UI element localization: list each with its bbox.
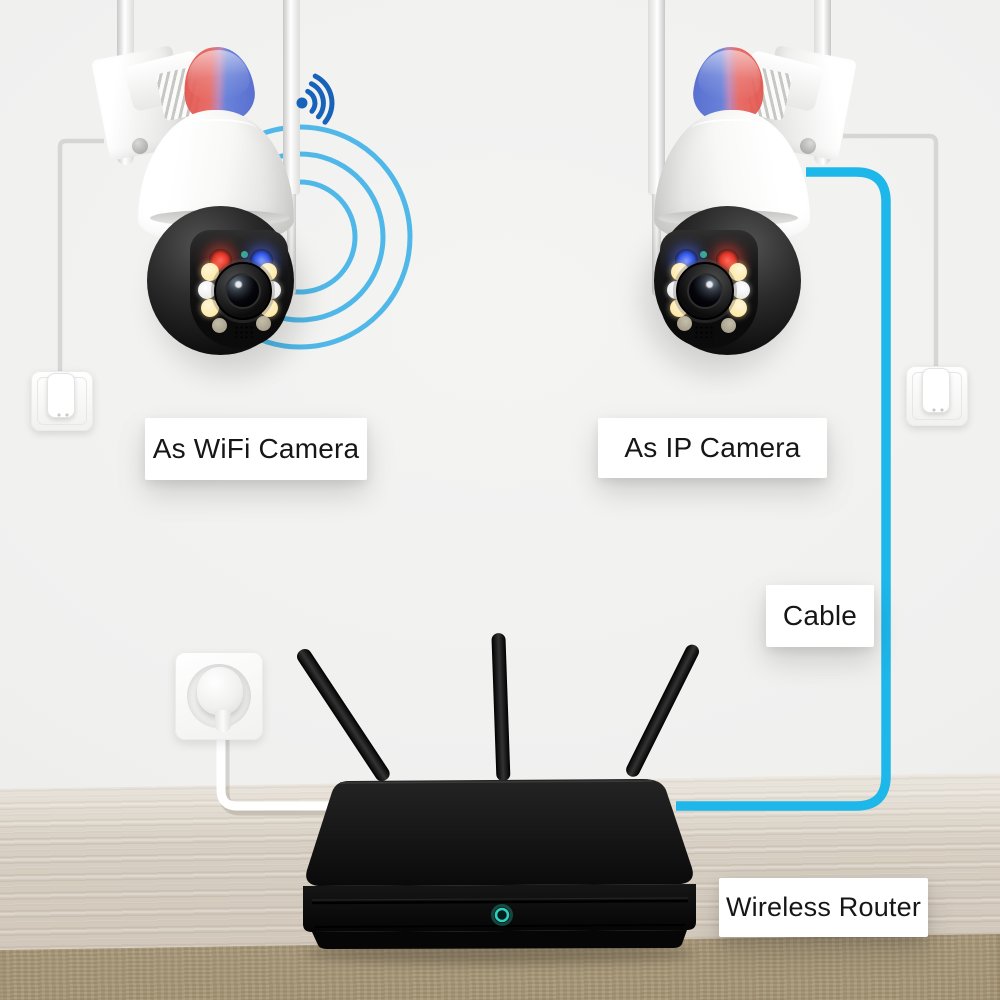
power-outlet-top-left: [31, 371, 93, 431]
router-led: [494, 907, 510, 923]
power-outlet-bottom-left: [175, 652, 263, 740]
label-cable: Cable: [766, 585, 874, 647]
camera-face: [660, 230, 758, 348]
camera-head: [147, 206, 294, 355]
router-base: [312, 930, 687, 949]
label-cable-text: Cable: [782, 600, 858, 631]
router-antenna: [626, 644, 700, 777]
power-plug: [922, 368, 950, 413]
camera-wifi: [88, 0, 308, 360]
sensor-dot: [241, 251, 248, 258]
lens-glass: [225, 273, 261, 309]
label-ip-camera-text: As IP Camera: [624, 432, 801, 463]
camera-lens: [676, 262, 734, 320]
mount-hinge: [800, 138, 816, 154]
power-plug: [197, 667, 243, 715]
camera-head: [654, 206, 801, 355]
lens-glint: [235, 281, 242, 288]
speaker-grille: [694, 325, 714, 338]
router-antenna: [491, 633, 511, 781]
ir-led-small: [677, 316, 692, 331]
label-wifi-camera: As WiFi Camera: [145, 418, 367, 480]
camera-face: [190, 230, 288, 348]
label-wifi-camera-text: As WiFi Camera: [152, 433, 360, 464]
power-cable-right: [843, 133, 939, 368]
power-cable-left: [57, 138, 104, 372]
label-wireless-router: Wireless Router: [719, 878, 928, 937]
lens-glass: [687, 273, 723, 309]
ir-led-small: [256, 316, 271, 331]
router-power-cable: [216, 734, 345, 811]
plug-screws: [57, 413, 69, 417]
ir-led: [198, 281, 216, 299]
plug-screws: [932, 408, 944, 412]
antenna: [283, 0, 300, 196]
label-ip-camera: As IP Camera: [598, 418, 827, 478]
ir-led: [201, 299, 219, 317]
router-top: [306, 779, 693, 886]
ir-led: [201, 263, 219, 281]
router-front: [303, 884, 696, 932]
plug-stem: [215, 710, 231, 732]
antenna-tip: [287, 194, 296, 296]
speaker-grille: [234, 325, 254, 338]
lens-glint: [706, 281, 713, 288]
ethernet-cable: [676, 167, 891, 811]
ir-led-small: [721, 318, 736, 333]
mount-hinge: [132, 138, 148, 154]
camera-ip: [640, 0, 860, 360]
router-reflection: [305, 944, 695, 964]
ir-led: [729, 263, 747, 281]
power-outlet-top-right: [906, 366, 968, 426]
label-wireless-router-text: Wireless Router: [725, 892, 922, 922]
sensor-dot: [700, 251, 707, 258]
ir-led-small: [212, 318, 227, 333]
router-antenna: [297, 648, 390, 782]
camera-lens: [214, 262, 272, 320]
ir-led: [732, 281, 750, 299]
power-plug: [47, 373, 75, 418]
wifi-signal-icon: [296, 73, 335, 125]
